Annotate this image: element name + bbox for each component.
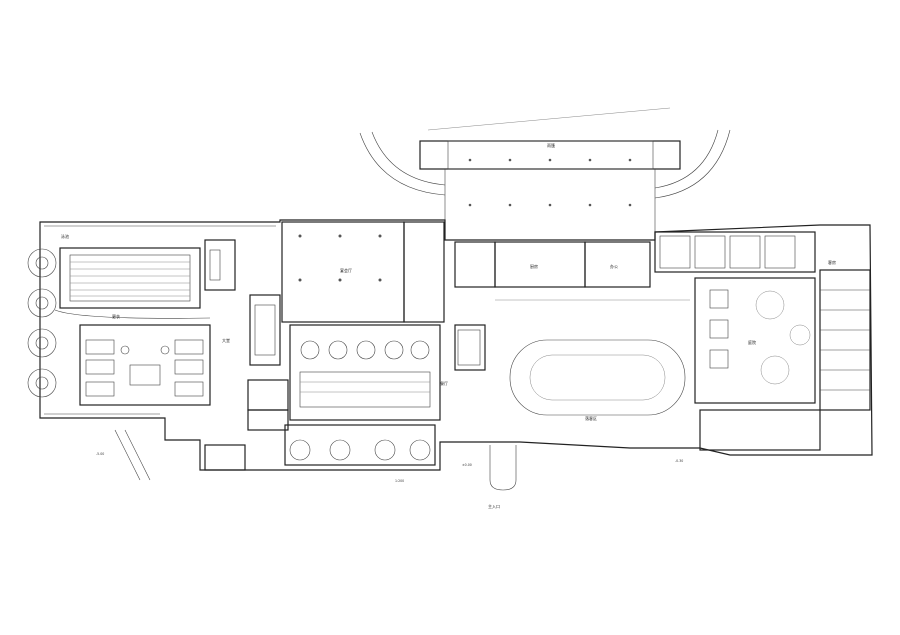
restaurant: 餐厅: [284, 324, 448, 466]
dropoff-loop: 落客区 主入口: [488, 299, 690, 509]
scale-label: 1:200: [395, 479, 404, 483]
level-marker-1: -5.00: [96, 452, 104, 456]
restaurant-label: 餐厅: [440, 380, 448, 386]
room-label: 客房: [828, 259, 836, 265]
hall-block: 宴会厅: [281, 221, 445, 323]
level-marker-2: ±0.00: [462, 463, 472, 467]
entrance-canopy: 雨篷: [359, 107, 731, 240]
dropoff-label: 落客区: [585, 415, 597, 421]
garden-label: 庭院: [748, 339, 756, 345]
locker-rooms: 更衣: [79, 313, 211, 406]
canopy-label: 雨篷: [547, 142, 555, 148]
entry-label: 主入口: [488, 503, 500, 509]
lobby-label: 大堂: [222, 337, 230, 343]
annotations: -5.00 ±0.00 -0.30 1:200: [96, 429, 683, 483]
column-grid: [468, 158, 632, 207]
service-rooms: 厨房 办公: [454, 241, 651, 371]
locker-label: 更衣: [112, 313, 120, 319]
building-outline: [39, 219, 873, 471]
east-wing: 庭院 客房: [654, 231, 871, 451]
office-label: 办公: [610, 263, 618, 269]
pool-label: 泳池: [61, 233, 69, 239]
kitchen-label: 厨房: [530, 263, 538, 269]
level-marker-3: -0.30: [675, 459, 683, 463]
lobby-core: 大堂: [204, 239, 289, 471]
hall-label: 宴会厅: [340, 267, 352, 273]
pool-area: 泳池: [27, 233, 211, 398]
